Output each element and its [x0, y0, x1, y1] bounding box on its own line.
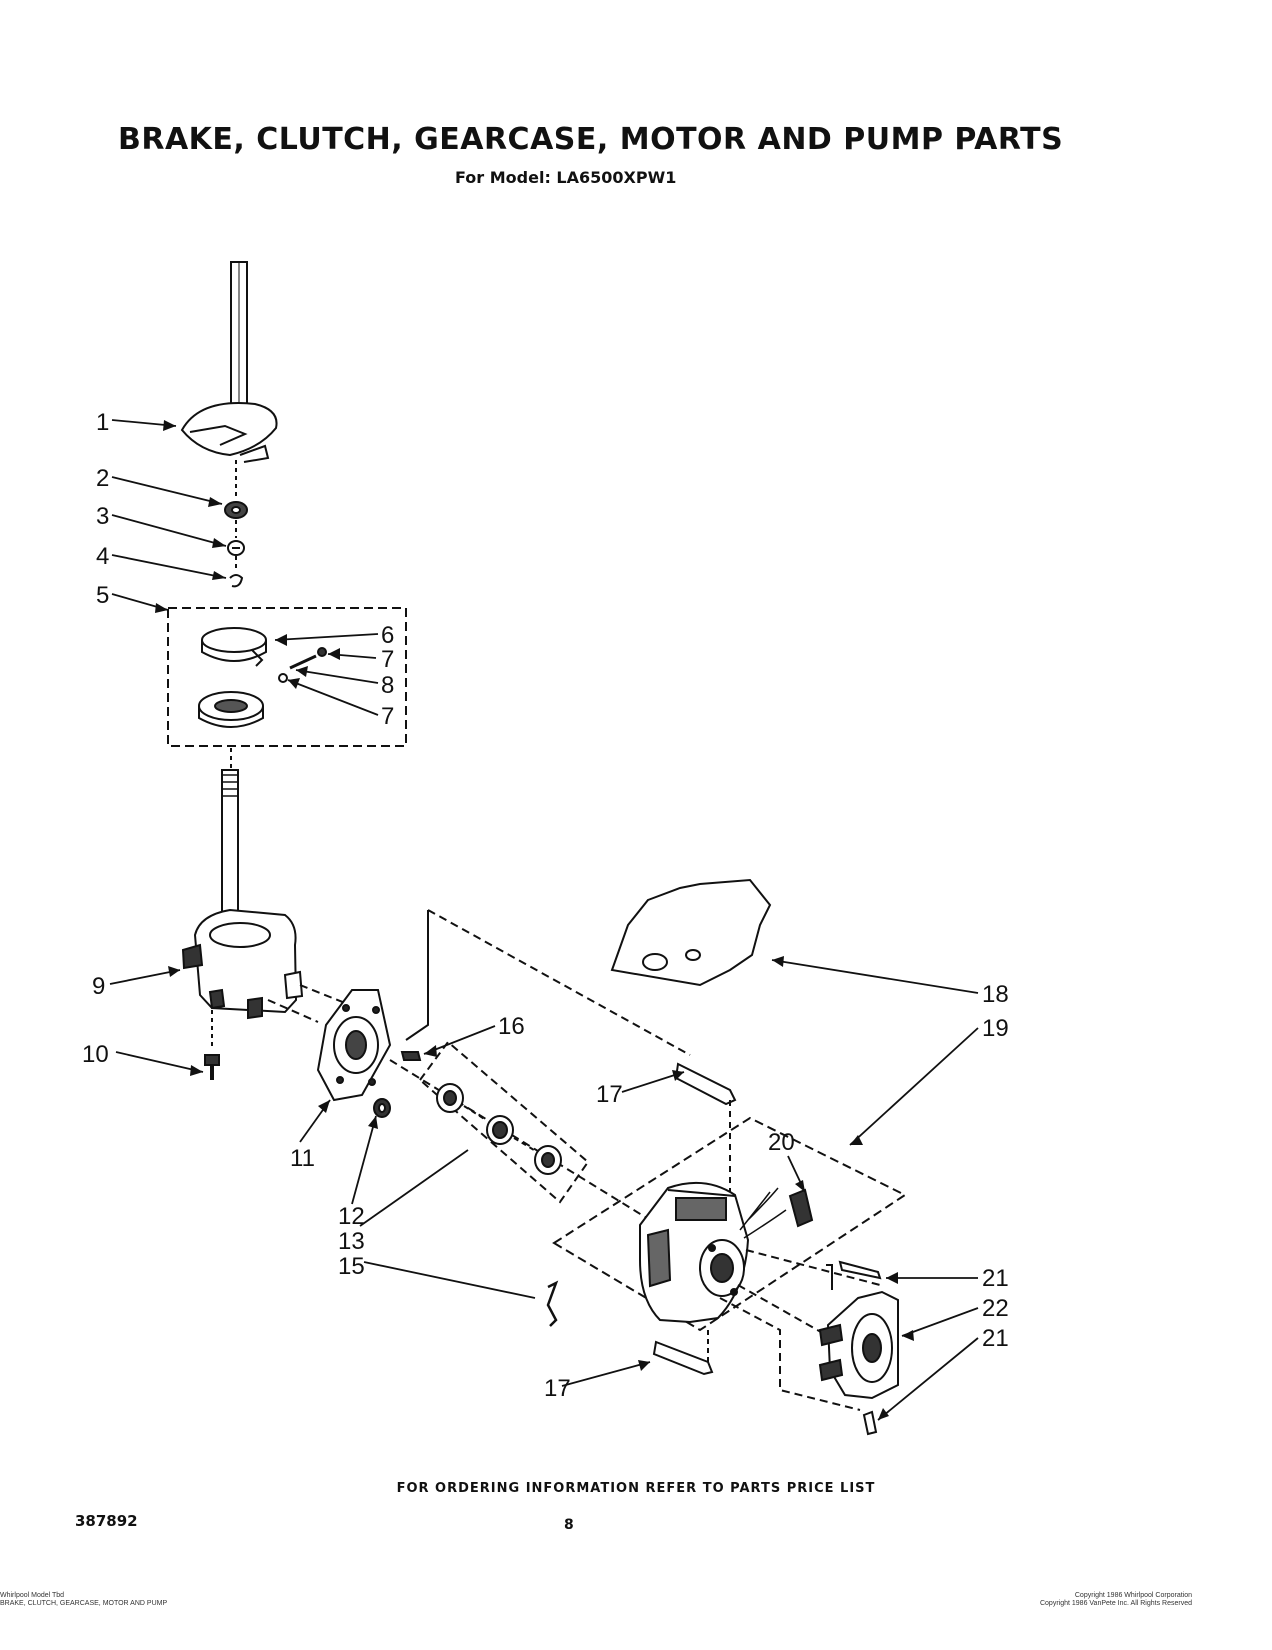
callout-16: 16 — [498, 1013, 525, 1040]
callout-15: 15 — [338, 1253, 365, 1280]
footer-right-line-1: Copyright 1986 Whirlpool Corporation — [1074, 1592, 1192, 1599]
brake-cam-shaft — [180, 261, 278, 500]
callout-1: 1 — [96, 409, 109, 436]
pump — [818, 1260, 899, 1436]
callout-8: 8 — [381, 672, 394, 699]
callout-10: 10 — [82, 1041, 109, 1068]
model-subtitle: For Model: LA6500XPW1 — [455, 168, 677, 187]
callout-3: 3 — [96, 503, 109, 530]
gearcase — [181, 769, 304, 1080]
callout-17a: 17 — [596, 1081, 623, 1108]
document-number: 387892 — [75, 1512, 138, 1530]
callout-11: 11 — [290, 1145, 315, 1172]
footer-left-line-2: BRAKE, CLUTCH, GEARCASE, MOTOR AND PUMP — [0, 1600, 168, 1607]
footer-left: Whirlpool Model Tbd BRAKE, CLUTCH, GEARC… — [0, 1592, 167, 1608]
callout-21b: 21 — [982, 1325, 1009, 1352]
mounting-plate — [267, 984, 651, 1221]
callout-numbers: 1 2 3 4 5 6 7 8 7 9 10 11 12 13 15 16 17… — [82, 409, 1009, 1402]
callout-18: 18 — [982, 981, 1009, 1008]
callout-4: 4 — [96, 543, 109, 570]
pump-gasket — [610, 878, 772, 987]
callout-5: 5 — [96, 582, 109, 609]
callout-7a: 7 — [381, 646, 394, 673]
callout-12: 12 — [338, 1203, 365, 1230]
callout-19: 19 — [982, 1015, 1009, 1042]
clips — [546, 1280, 714, 1376]
footer-right: Copyright 1986 Whirlpool Corporation Cop… — [1040, 1592, 1192, 1608]
callout-20: 20 — [768, 1129, 795, 1156]
callout-22: 22 — [982, 1295, 1009, 1322]
coupling-group-box — [418, 1040, 590, 1204]
callout-2: 2 — [96, 465, 109, 492]
motor-group-box — [552, 1116, 908, 1411]
ordering-note: FOR ORDERING INFORMATION REFER TO PARTS … — [396, 1481, 876, 1496]
callout-9: 9 — [92, 973, 105, 1000]
leader-lines — [109, 419, 979, 1421]
callout-21a: 21 — [982, 1265, 1009, 1292]
footer-right-line-2: Copyright 1986 VanPete Inc. All Rights R… — [1039, 1600, 1192, 1607]
callout-13: 13 — [338, 1228, 365, 1255]
page-number: 8 — [564, 1517, 574, 1533]
callout-7b: 7 — [381, 703, 394, 730]
page-title: BRAKE, CLUTCH, GEARCASE, MOTOR AND PUMP … — [118, 122, 1064, 157]
washer-nut-parts — [224, 501, 248, 588]
clutch-assembly-box — [167, 607, 407, 768]
footer-left-line-1: Whirlpool Model Tbd — [0, 1592, 65, 1599]
arrowheads — [155, 420, 914, 1420]
callout-6: 6 — [381, 622, 394, 649]
callout-17b: 17 — [544, 1375, 571, 1402]
